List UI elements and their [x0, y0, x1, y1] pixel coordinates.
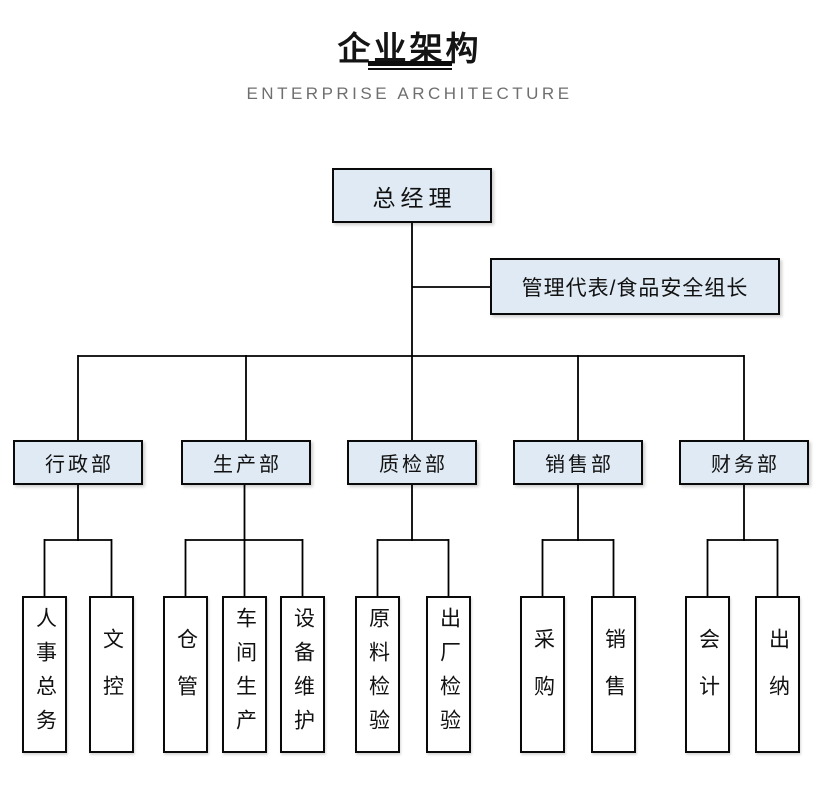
node-equipment-maintenance: 设备维护: [280, 596, 325, 753]
node-procurement: 采购: [520, 596, 565, 753]
node-general-manager: 总经理: [332, 168, 492, 223]
node-outgoing-inspection: 出厂检验: [426, 596, 471, 753]
node-dept-sales: 销售部: [513, 440, 643, 485]
node-sales: 销售: [591, 596, 636, 753]
page-subtitle: ENTERPRISE ARCHITECTURE: [246, 84, 573, 103]
node-dept-production: 生产部: [181, 440, 311, 485]
node-dept-finance: 财务部: [679, 440, 809, 485]
node-dept-admin: 行政部: [13, 440, 143, 485]
node-hr-general-affairs: 人事总务: [22, 596, 67, 753]
node-document-control: 文控: [89, 596, 134, 753]
title-underline: [367, 61, 452, 70]
node-management-representative: 管理代表/食品安全组长: [490, 258, 780, 315]
underline-thin-bar: [367, 68, 452, 70]
node-accounting: 会计: [685, 596, 730, 753]
node-cashier: 出纳: [755, 596, 800, 753]
underline-thick-bar: [367, 61, 452, 66]
node-dept-quality: 质检部: [347, 440, 477, 485]
node-raw-material-inspection: 原料检验: [355, 596, 400, 753]
page-title: 企业架构: [337, 30, 482, 67]
node-warehouse: 仓管: [163, 596, 208, 753]
node-workshop-production: 车间生产: [222, 596, 267, 753]
